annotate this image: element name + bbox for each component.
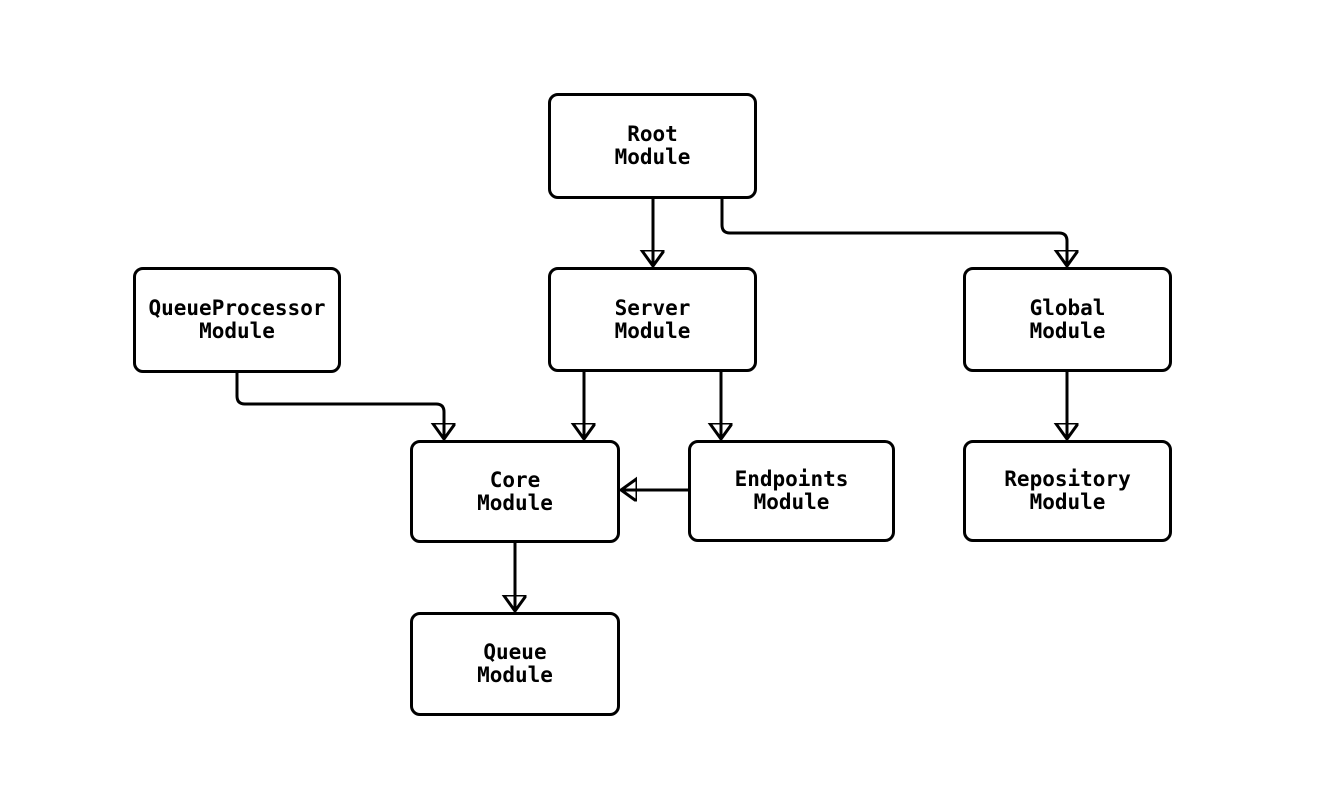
node-server-module: Server Module bbox=[548, 267, 757, 372]
node-endpoints-module: Endpoints Module bbox=[688, 440, 895, 542]
node-endpoints-module-label: Endpoints Module bbox=[734, 467, 849, 514]
node-global-module-label: Global Module bbox=[1029, 295, 1106, 343]
node-core-module: Core Module bbox=[410, 440, 620, 543]
edge-root-to-global bbox=[720, 199, 1067, 266]
node-queue-module: Queue Module bbox=[410, 612, 620, 716]
node-repository-module: Repository Module bbox=[963, 440, 1172, 542]
node-repository-module-label: Repository Module bbox=[1004, 467, 1131, 514]
edge-queueprocessor-to-core bbox=[235, 373, 444, 439]
node-root-module-label: Root Module bbox=[614, 122, 691, 169]
node-queue-module-label: Queue Module bbox=[477, 640, 553, 687]
node-server-module-label: Server Module bbox=[614, 295, 691, 343]
node-global-module: Global Module bbox=[963, 267, 1172, 372]
node-queueprocessor-module: QueueProcessor Module bbox=[133, 267, 341, 373]
node-root-module: Root Module bbox=[548, 93, 757, 199]
node-queueprocessor-module-label: QueueProcessor Module bbox=[148, 296, 326, 343]
node-core-module-label: Core Module bbox=[477, 467, 553, 515]
